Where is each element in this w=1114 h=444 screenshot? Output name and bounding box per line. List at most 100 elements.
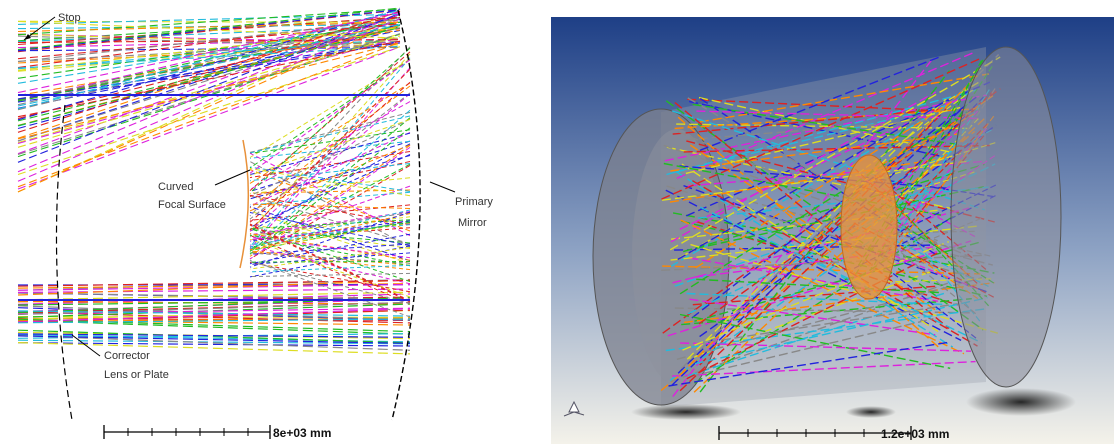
- ray-line: [17, 333, 411, 338]
- corrector-plate-arc: [55, 104, 73, 421]
- ray-line: [17, 279, 411, 287]
- ray-line: [249, 210, 411, 265]
- ray-line: [674, 101, 950, 330]
- ray-line: [672, 207, 970, 284]
- shadow-focal: [846, 406, 896, 418]
- ray-line: [662, 88, 1001, 334]
- scale-bar-3d-label: 1.2e+03 mm: [881, 427, 949, 441]
- ray-line: [17, 310, 411, 317]
- ray-line: [669, 157, 945, 203]
- ray-line: [17, 8, 401, 121]
- ray-line: [17, 35, 401, 148]
- ray-line: [679, 165, 947, 189]
- ray-line: [686, 252, 938, 380]
- ray-line: [17, 20, 401, 193]
- ray-line: [249, 252, 411, 264]
- ray-line: [17, 41, 401, 188]
- ray-line: [249, 194, 411, 226]
- ray-line: [689, 257, 939, 302]
- ray-line: [17, 40, 401, 62]
- ray-line: [249, 211, 411, 236]
- focal-surface-curve: [239, 139, 250, 269]
- ray-line: [17, 23, 401, 60]
- ray-line: [680, 342, 972, 352]
- ray-line: [699, 206, 982, 344]
- ray-line: [249, 161, 411, 248]
- ray-trace-3d-panel: 1.2e+03 mm: [551, 17, 1114, 444]
- ray-line: [249, 224, 411, 303]
- ray-line: [887, 278, 992, 283]
- ray-line: [249, 191, 411, 206]
- ray-line: [689, 144, 941, 314]
- ray-line: [249, 238, 411, 298]
- ray-line: [880, 197, 981, 322]
- ray-line: [889, 196, 990, 307]
- ray-line: [681, 220, 988, 297]
- ray-line: [249, 213, 411, 251]
- ray-line: [17, 21, 401, 33]
- focal-surface-arrow: [214, 169, 251, 186]
- ray-line: [17, 46, 401, 176]
- ray-line: [249, 111, 411, 153]
- shadow-mirror: [966, 388, 1076, 416]
- ray-line: [17, 10, 401, 133]
- ray-line: [17, 342, 411, 355]
- ray-trace-2d-panel: Stop Curved Focal Surface Primary Mirror…: [0, 0, 532, 444]
- ray-line: [249, 67, 411, 250]
- ray-line: [17, 16, 401, 69]
- ray-line: [696, 110, 978, 120]
- primary-mirror-3d: [950, 46, 1062, 388]
- ray-line: [17, 46, 401, 52]
- ray-line: [249, 46, 411, 217]
- ray-line: [689, 261, 957, 360]
- ray-line: [17, 24, 401, 107]
- ray-line: [249, 132, 411, 176]
- ray-line: [676, 171, 954, 348]
- ray-line: [695, 303, 958, 345]
- ray-line: [690, 243, 998, 334]
- ray-line: [699, 56, 940, 151]
- ray-line: [249, 92, 411, 220]
- ray-line: [249, 221, 411, 248]
- ray-line: [249, 101, 411, 190]
- ray-line: [689, 298, 936, 336]
- primary-mirror-arc: [391, 9, 421, 421]
- ray-line: [681, 298, 972, 326]
- ray-line: [17, 299, 411, 306]
- ray-line: [249, 129, 411, 154]
- ray-line: [249, 93, 411, 232]
- ray-line: [249, 115, 411, 154]
- ray-line: [17, 16, 401, 106]
- ray-line: [17, 40, 401, 100]
- ray-line: [17, 45, 401, 69]
- primary-mirror-arrow: [429, 181, 456, 193]
- ray-line: [874, 258, 977, 339]
- ray-line: [17, 283, 411, 289]
- axis-triad-icon: [563, 400, 585, 417]
- ray-line: [17, 308, 411, 323]
- ray-line: [17, 334, 411, 343]
- ray-line: [661, 254, 985, 271]
- primary-mirror-label-line1: Primary: [455, 196, 493, 208]
- ray-line: [17, 311, 411, 324]
- ray-line: [249, 245, 411, 278]
- ray-line: [249, 261, 411, 293]
- ray-line: [17, 334, 411, 351]
- ray-line: [880, 249, 976, 289]
- ray-line: [249, 222, 411, 251]
- ray-line: [699, 97, 939, 257]
- ray-line: [669, 56, 1001, 251]
- ray-line: [17, 12, 401, 155]
- ray-line: [693, 118, 985, 393]
- ray-line: [249, 118, 411, 176]
- ray-line: [249, 59, 411, 174]
- ray-line: [677, 116, 939, 348]
- ray-line: [17, 318, 411, 333]
- ray-line: [17, 8, 401, 51]
- ray-line: [249, 127, 411, 255]
- ray-line: [17, 13, 401, 142]
- ray-line: [679, 313, 951, 369]
- ray-line: [699, 107, 948, 366]
- ray-line: [249, 203, 411, 209]
- scale-bar-2d: 8e+03 mm: [103, 425, 331, 440]
